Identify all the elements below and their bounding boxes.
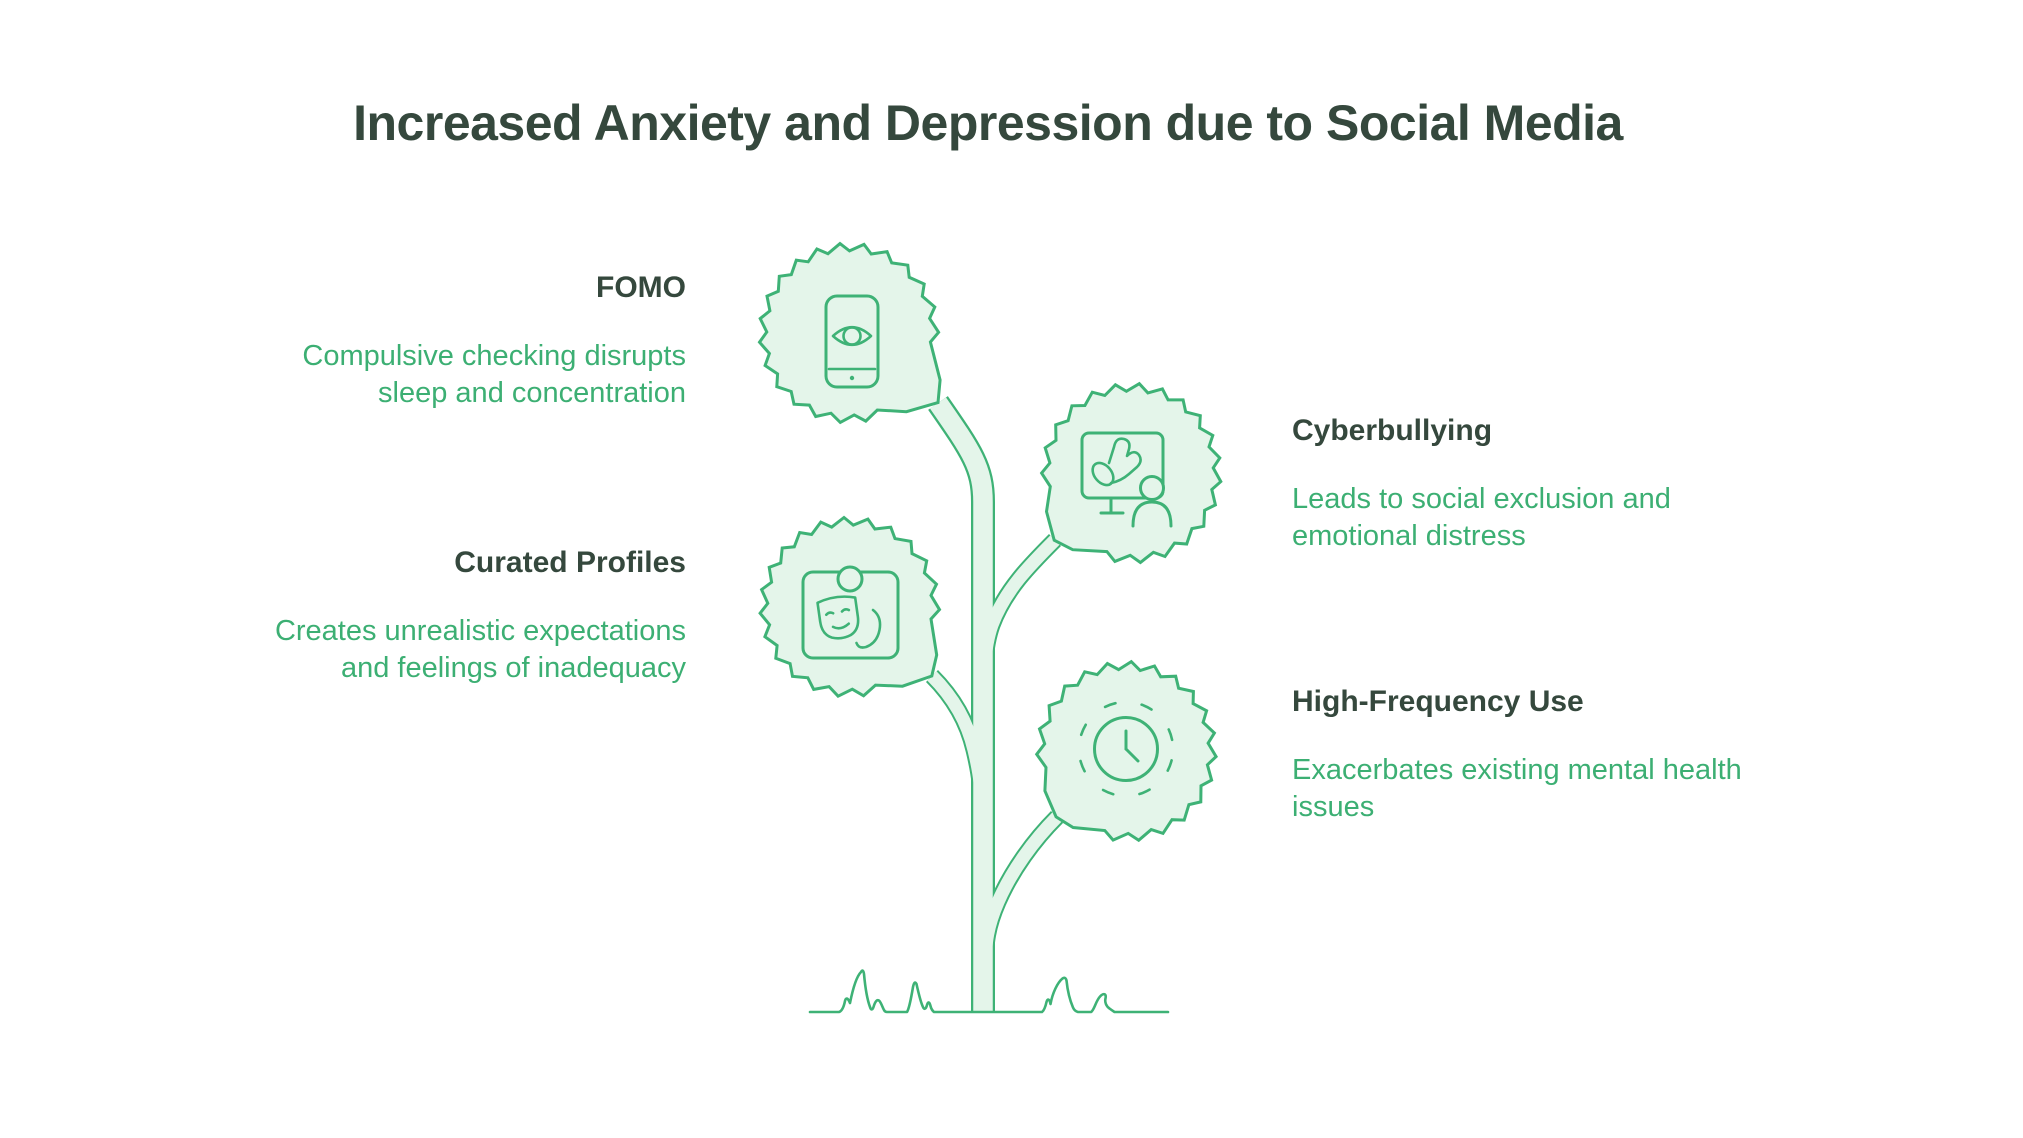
section-curated-profiles: Curated Profiles Creates unrealistic exp… [275,545,686,687]
mask-outline [816,595,860,640]
section-fomo-heading: FOMO [596,271,686,304]
clock-hour-hand [1124,747,1140,763]
leaf-fomo [757,241,942,425]
section-high-frequency-use-heading: High-Frequency Use [1292,685,1584,718]
section-curated-profiles-heading: Curated Profiles [454,546,686,579]
phone-body [824,294,880,389]
phone-eye-icon [824,294,880,389]
plant-illustration [757,241,1223,1014]
mask-eye-left [824,611,835,617]
page-title: Increased Anxiety and Depression due to … [353,95,1623,151]
section-high-frequency-use: High-Frequency Use Exacerbates existing … [1292,684,1742,826]
monitor-thumbs-down-person-icon [1080,431,1173,528]
eye-outline [831,325,873,347]
theater-mask [816,595,860,640]
profile-head [836,565,864,593]
person-head [1139,475,1165,501]
person-shoulders [1131,500,1173,528]
section-cyberbullying: Cyberbullying Leads to social exclusion … [1292,413,1671,555]
thumbs-down-hand [1107,437,1142,485]
repeat-dashed-ring [1077,700,1175,798]
grass-ground [808,969,1170,1014]
section-cyberbullying-heading: Cyberbullying [1292,414,1493,447]
eye-pupil [842,326,862,346]
trunk-fill [929,397,993,1012]
clock-repeat-icon [1077,700,1175,798]
clock-face [1093,716,1159,782]
mask-smile [831,622,851,630]
stems [925,396,1064,1012]
leaf-curated-profiles [758,515,942,699]
phone-home-dot [849,375,855,381]
grass-path [808,969,1170,1014]
profile-mask-icon [801,565,900,660]
icons [801,294,1175,798]
mask-ribbon-curve [855,608,882,649]
monitor-screen [1080,431,1165,500]
mask-eye-right [840,608,851,613]
